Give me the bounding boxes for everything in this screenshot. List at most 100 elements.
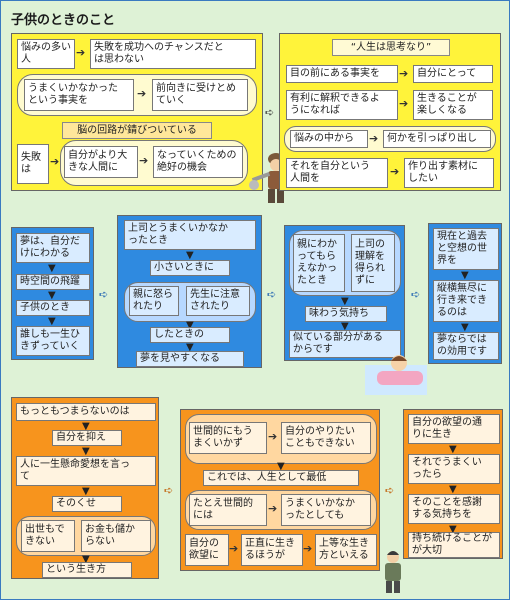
page-title: 子供のときのこと xyxy=(11,13,116,28)
panel-feelings: 親にわか ってもら えなかっ たとき 上司の 理解を 得られ ずに ▼ 味わう気… xyxy=(284,225,405,361)
p5-parents-not-understand: 親にわか ってもら えなかっ たとき xyxy=(293,234,345,292)
p8-even-if-worldly: たとえ世間的 には xyxy=(189,494,267,526)
p8-not-worldly: 世間的にもう まくいかず xyxy=(189,422,267,454)
arrow-right-icon: ➔ xyxy=(399,97,409,110)
p6-present-past: 現在と過去 と空想の世 界を xyxy=(433,228,499,270)
p7-most-boring: もっともつまらないのは xyxy=(16,403,156,421)
panel-boring-life: もっともつまらないのは ▼ 自分を抑え ▼ 人に一生懸命愛想を言っ て ▼ その… xyxy=(11,397,159,579)
p1-failed-fact: うまくいかなかった という事実を xyxy=(24,79,134,111)
arrow-right-icon: ➔ xyxy=(268,430,278,443)
p7-yet: そのくせ xyxy=(52,496,122,512)
arrow-right-icon: ➔ xyxy=(390,165,400,178)
arrow-down-icon: ▼ xyxy=(186,342,194,353)
arrow-down-icon: ▼ xyxy=(341,321,349,332)
arrow-right-icon: ➔ xyxy=(50,155,60,168)
p8-worst-life: これでは、人生として最低 xyxy=(203,470,359,486)
p5-similar-part: 似ている部分がある からです xyxy=(289,330,401,358)
p9-keep-important: 持ち続けることが が大切 xyxy=(408,532,500,558)
p7-flatter-people: 人に一生懸命愛想を言っ て xyxy=(16,456,156,486)
p2-material: 作り出す素材に したい xyxy=(404,158,494,188)
panel-live-honestly: 世間的にもう まくいかず ➔ 自分のやりたい こともできない ▼ これでは、人生… xyxy=(180,409,380,571)
arrow-down-icon: ▼ xyxy=(82,421,90,432)
p2-yourself-as: それを自分という 人間を xyxy=(286,158,388,188)
arrow-right-icon: ➪ xyxy=(265,106,275,119)
arrow-down-icon: ▼ xyxy=(449,484,457,495)
arrow-down-icon: ▼ xyxy=(48,316,56,327)
p2-fact-before-you: 目の前にある事実を xyxy=(286,65,398,83)
arrow-right-icon: ➔ xyxy=(268,502,278,515)
p2-life-fun: 生きることが 楽しくなる xyxy=(413,90,493,120)
arrow-right-icon: ➪ xyxy=(99,288,109,301)
p9-gratitude: そのことを感謝 する気持ちを xyxy=(408,494,500,524)
arrow-right-icon: ➔ xyxy=(303,542,313,555)
sleeping-person-icon xyxy=(365,355,427,395)
panel-gratitude: 自分の欲望の通 りに生き ▼ それでうまくい ったら ▼ そのことを感謝 する気… xyxy=(403,409,503,559)
arrow-down-icon: ▼ xyxy=(82,446,90,457)
arrow-down-icon: ▼ xyxy=(186,250,194,261)
p4-boss-trouble: 上司とうまくいかなか ったとき xyxy=(124,220,256,250)
p1-failure: 失敗 は xyxy=(17,144,49,184)
p2-interpret-favorably: 有利に解釈できるよ うになれば xyxy=(286,90,398,120)
arrow-right-icon: ➔ xyxy=(369,132,379,145)
arrow-right-icon: ➪ xyxy=(164,484,174,497)
arrow-right-icon: ➪ xyxy=(411,288,421,301)
panel-life-is-thinking: “人生は思考なり” 目の前にある事実を ➔ 自分にとって 有利に解釈できるよ う… xyxy=(279,33,501,191)
p9-live-desire: 自分の欲望の通 りに生き xyxy=(408,414,500,444)
arrow-down-icon: ▼ xyxy=(449,444,457,455)
p8-own-desire: 自分の 欲望に xyxy=(185,534,229,566)
p5-feeling-tasted: 味わう気持ち xyxy=(305,306,387,322)
p2-pull-something: 何かを引っぱり出し xyxy=(383,130,491,148)
panel-dreams: 夢は、自分だ けにわかる ▼ 時空間の飛躍 ▼ 子供のとき ▼ 誰しも一生ひ き… xyxy=(11,227,94,360)
p2-from-worries: 悩みの中から xyxy=(290,130,368,148)
arrow-right-icon: ➔ xyxy=(399,67,409,80)
p8-even-if-failed: うまくいかなか ったとしても xyxy=(281,494,371,526)
panel-worries: 悩みの多い 人 ➔ 失敗を成功へのチャンスだと は思わない うまくいかなかった … xyxy=(11,33,284,203)
p7-no-money: お金も儲か らない xyxy=(81,520,151,552)
p8-cant-do-want: 自分のやりたい こともできない xyxy=(281,422,371,454)
p9-if-success: それでうまくい ったら xyxy=(408,454,500,484)
arrow-right-icon: ➔ xyxy=(137,87,147,100)
p1-accept-positively: 前向きに受けとめ ていく xyxy=(152,79,248,111)
arrow-down-icon: ▼ xyxy=(186,320,194,331)
p4-warned-by-teacher: 先生に注意 されたり xyxy=(186,286,250,316)
p3-childhood: 子供のとき xyxy=(16,300,90,316)
arrow-right-icon: ➪ xyxy=(267,288,277,301)
p8-superior-way: 上等な生き 方といえる xyxy=(315,534,377,566)
p1-no-chance: 失敗を成功へのチャンスだと は思わない xyxy=(90,39,256,69)
p7-way-of-living: という生き方 xyxy=(42,562,132,578)
p8-honest-living: 正直に生き るほうが xyxy=(241,534,303,566)
arrow-down-icon: ▼ xyxy=(461,322,469,333)
arrow-down-icon: ▼ xyxy=(449,524,457,535)
p2-title: “人生は思考なり” xyxy=(332,39,450,56)
p3-dream-only-you: 夢は、自分だ けにわかる xyxy=(16,233,90,263)
standing-man-icon xyxy=(385,551,401,593)
p1-worried-person: 悩みの多い 人 xyxy=(17,39,75,69)
arrow-down-icon: ▼ xyxy=(82,554,90,565)
p6-freely-travel: 縦横無尽に 行き来でき るのは xyxy=(433,280,499,322)
arrow-down-icon: ▼ xyxy=(82,486,90,497)
arrow-down-icon: ▼ xyxy=(48,263,56,274)
p4-when-that: したときの xyxy=(150,327,230,343)
p1-great-opportunity: なっていくための 絶好の機会 xyxy=(153,146,243,178)
arrow-right-icon: ➔ xyxy=(139,154,149,167)
arrow-down-icon: ▼ xyxy=(461,270,469,281)
panel-dream-effect: 現在と過去 と空想の世 界を ▼ 縦横無尽に 行き来でき るのは ▼ 夢ならでは… xyxy=(428,223,502,364)
p7-suppress-self: 自分を抑え xyxy=(52,430,122,446)
arrow-down-icon: ▼ xyxy=(48,290,56,301)
panel-boss: 上司とうまくいかなか ったとき ▼ 小さいときに 親に怒ら れたり 先生に注意 … xyxy=(117,215,262,368)
p2-for-yourself: 自分にとって xyxy=(413,65,493,83)
p1-bigger-person: 自分がより大 きな人間に xyxy=(64,146,138,178)
p7-no-promotion: 出世もで きない xyxy=(21,520,75,552)
p1-banner: 脳の回路が錆びついている xyxy=(62,122,212,139)
p4-when-small: 小さいときに xyxy=(150,260,230,276)
p3-space-time-leap: 時空間の飛躍 xyxy=(16,274,90,290)
arrow-right-icon: ➔ xyxy=(229,542,239,555)
arrow-right-icon: ➔ xyxy=(76,46,86,59)
p6-unique-effect: 夢ならでは の効用です xyxy=(433,332,499,360)
p4-dream-easily: 夢を見やすくなる xyxy=(136,351,244,367)
arrow-down-icon: ▼ xyxy=(277,461,285,472)
p3-drag-lifelong: 誰しも一生ひ きずっていく xyxy=(16,326,90,356)
p4-scolded-by-parent: 親に怒ら れたり xyxy=(129,286,179,316)
arrow-down-icon: ▼ xyxy=(341,296,349,307)
